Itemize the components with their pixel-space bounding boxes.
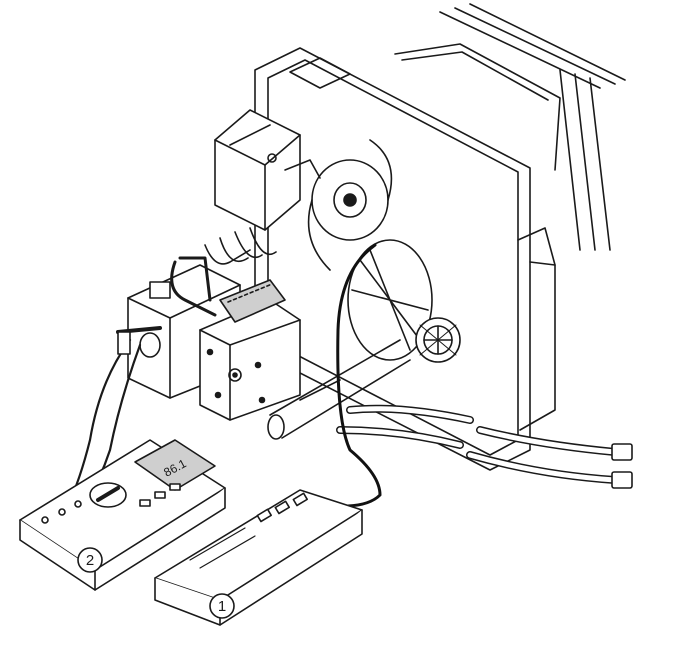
input-jack-icon [58, 508, 66, 516]
ignition-transformer [214, 109, 321, 231]
callout-1-label: 1 [218, 598, 226, 615]
multimeter-device: 86.1 [19, 439, 226, 591]
input-jack-icon [74, 500, 82, 508]
input-jack-icon [41, 516, 49, 524]
multimeter-display-panel [134, 439, 216, 491]
air-damper-dial [415, 317, 461, 363]
fan-assembly [307, 139, 433, 361]
probe-cable-1 [336, 243, 382, 508]
mounting-plate [439, 3, 626, 251]
callout-2: 2 [77, 547, 103, 573]
nozzle-tube [267, 339, 411, 440]
callout-2-label: 2 [86, 552, 94, 569]
callout-1: 1 [209, 593, 235, 619]
wiring-harness [149, 227, 286, 323]
oil-hoses [336, 404, 633, 489]
